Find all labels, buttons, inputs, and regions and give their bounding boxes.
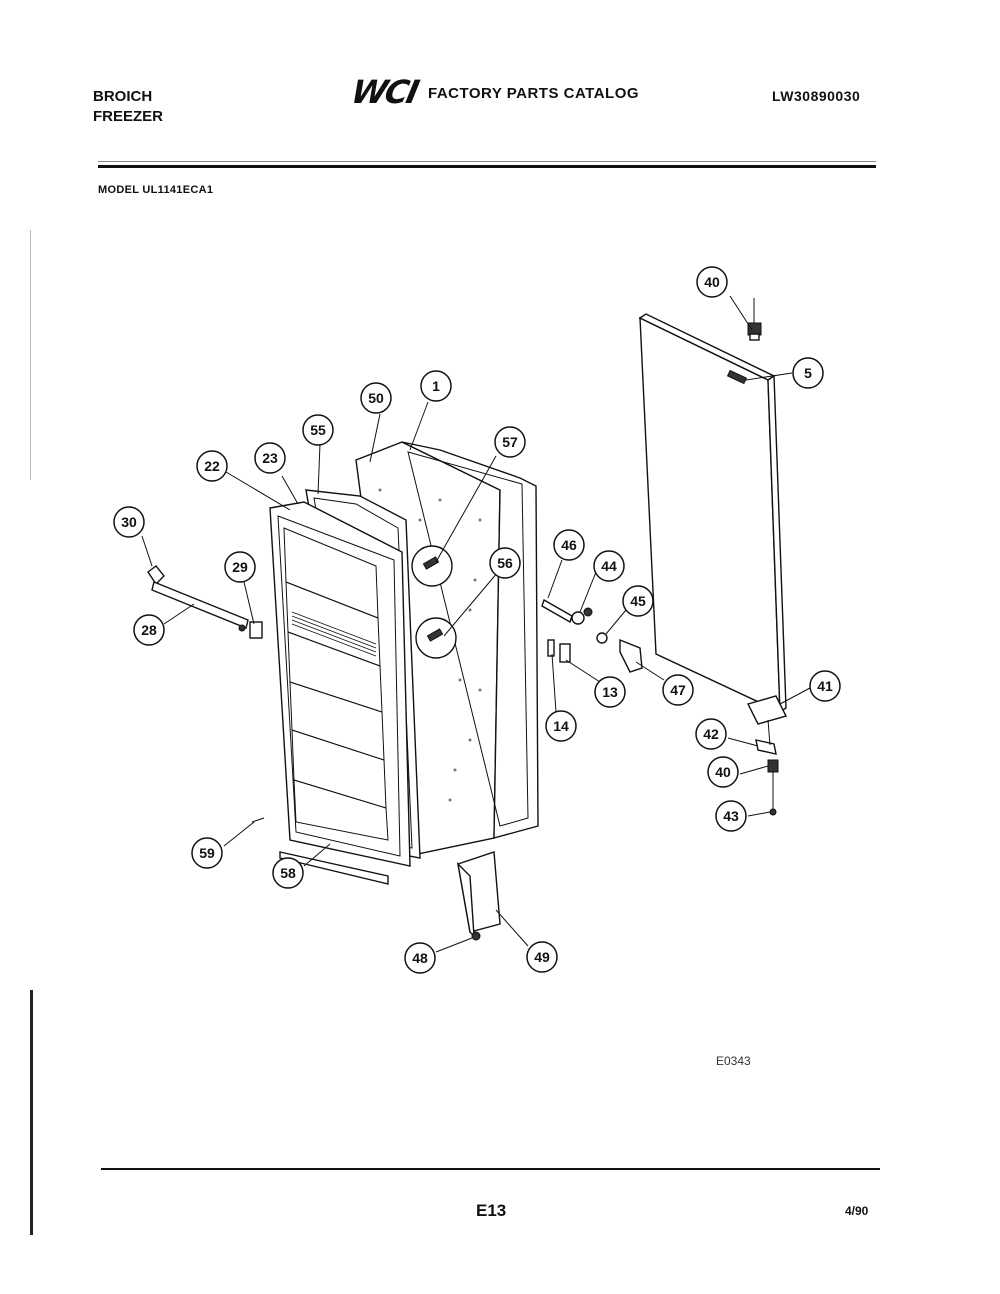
leader-lines: [141, 295, 811, 953]
figure-code: E0343: [716, 1054, 751, 1068]
callout-14: 14: [545, 710, 577, 742]
callout-50: 50: [360, 382, 392, 414]
callout-49: 49: [526, 941, 558, 973]
callout-label: 50: [368, 390, 384, 406]
callout-label: 1: [432, 378, 440, 394]
callout-label: 23: [262, 450, 278, 466]
callout-label: 45: [630, 593, 646, 609]
callout-13: 13: [594, 676, 626, 708]
screw-detail-circles: [411, 545, 457, 659]
callout-label: 5: [804, 365, 812, 381]
callout-29: 29: [224, 551, 256, 583]
catalog-code: LW30890030: [772, 88, 861, 104]
callout-58: 58: [272, 857, 304, 889]
callout-label: 47: [670, 682, 686, 698]
callout-40-bottom: 40: [707, 756, 739, 788]
callout-45: 45: [622, 585, 654, 617]
handle-assembly: [147, 565, 263, 639]
callout-label: 58: [280, 865, 296, 881]
top-hinge-pin: [747, 298, 762, 341]
callout-30: 30: [113, 506, 145, 538]
scan-margin-line: [30, 990, 33, 1235]
bottom-hinge-bracket: [746, 695, 788, 816]
callout-22: 22: [196, 450, 228, 482]
callout-label: 14: [553, 718, 569, 734]
callout-label: 29: [232, 559, 248, 575]
callout-41: 41: [809, 670, 841, 702]
brand-name: BROICH: [93, 88, 153, 105]
callout-label: 48: [412, 950, 428, 966]
callout-40-top: 40: [696, 266, 728, 298]
callout-label: 13: [602, 684, 618, 700]
callout-label: 40: [704, 274, 720, 290]
callout-label: 55: [310, 422, 326, 438]
callout-59: 59: [191, 837, 223, 869]
callout-57: 57: [494, 426, 526, 458]
callout-label: 42: [703, 726, 719, 742]
catalog-title: FACTORY PARTS CATALOG: [428, 85, 640, 102]
callout-label: 57: [502, 434, 518, 450]
toe-grille: [456, 851, 501, 941]
callout-48: 48: [404, 942, 436, 974]
callout-label: 41: [817, 678, 833, 694]
callout-56: 56: [489, 547, 521, 579]
callout-55: 55: [302, 414, 334, 446]
catalog-date: 4/90: [845, 1204, 869, 1218]
callout-42: 42: [695, 718, 727, 750]
screw: [251, 817, 265, 823]
callout-5: 5: [792, 357, 824, 389]
header-rule-thin: [98, 161, 876, 162]
callout-28: 28: [133, 614, 165, 646]
product-type: FREEZER: [93, 108, 164, 125]
scan-margin-line-faint: [30, 230, 31, 480]
callout-23: 23: [254, 442, 286, 474]
callout-label: 49: [534, 949, 550, 965]
callout-label: 28: [141, 622, 157, 638]
callout-label: 56: [497, 555, 513, 571]
callout-44: 44: [593, 550, 625, 582]
page-number: E13: [476, 1201, 507, 1220]
callout-label: 59: [199, 845, 215, 861]
callout-label: 46: [561, 537, 577, 553]
callout-46: 46: [553, 529, 585, 561]
callout-label: 40: [715, 764, 731, 780]
lock-parts: [541, 598, 643, 673]
callout-43: 43: [715, 800, 747, 832]
callout-label: 30: [121, 514, 137, 530]
footer-rule: [101, 1168, 880, 1170]
callout-label: 43: [723, 808, 739, 824]
outer-door-panel: [638, 313, 787, 714]
callout-label: 22: [204, 458, 220, 474]
callout-label: 44: [601, 558, 617, 574]
inner-door-liner: [269, 501, 411, 885]
header-rule: [98, 165, 876, 168]
callout-1: 1: [420, 370, 452, 402]
model-number: MODEL UL1141ECA1: [98, 184, 214, 196]
callout-47: 47: [662, 674, 694, 706]
